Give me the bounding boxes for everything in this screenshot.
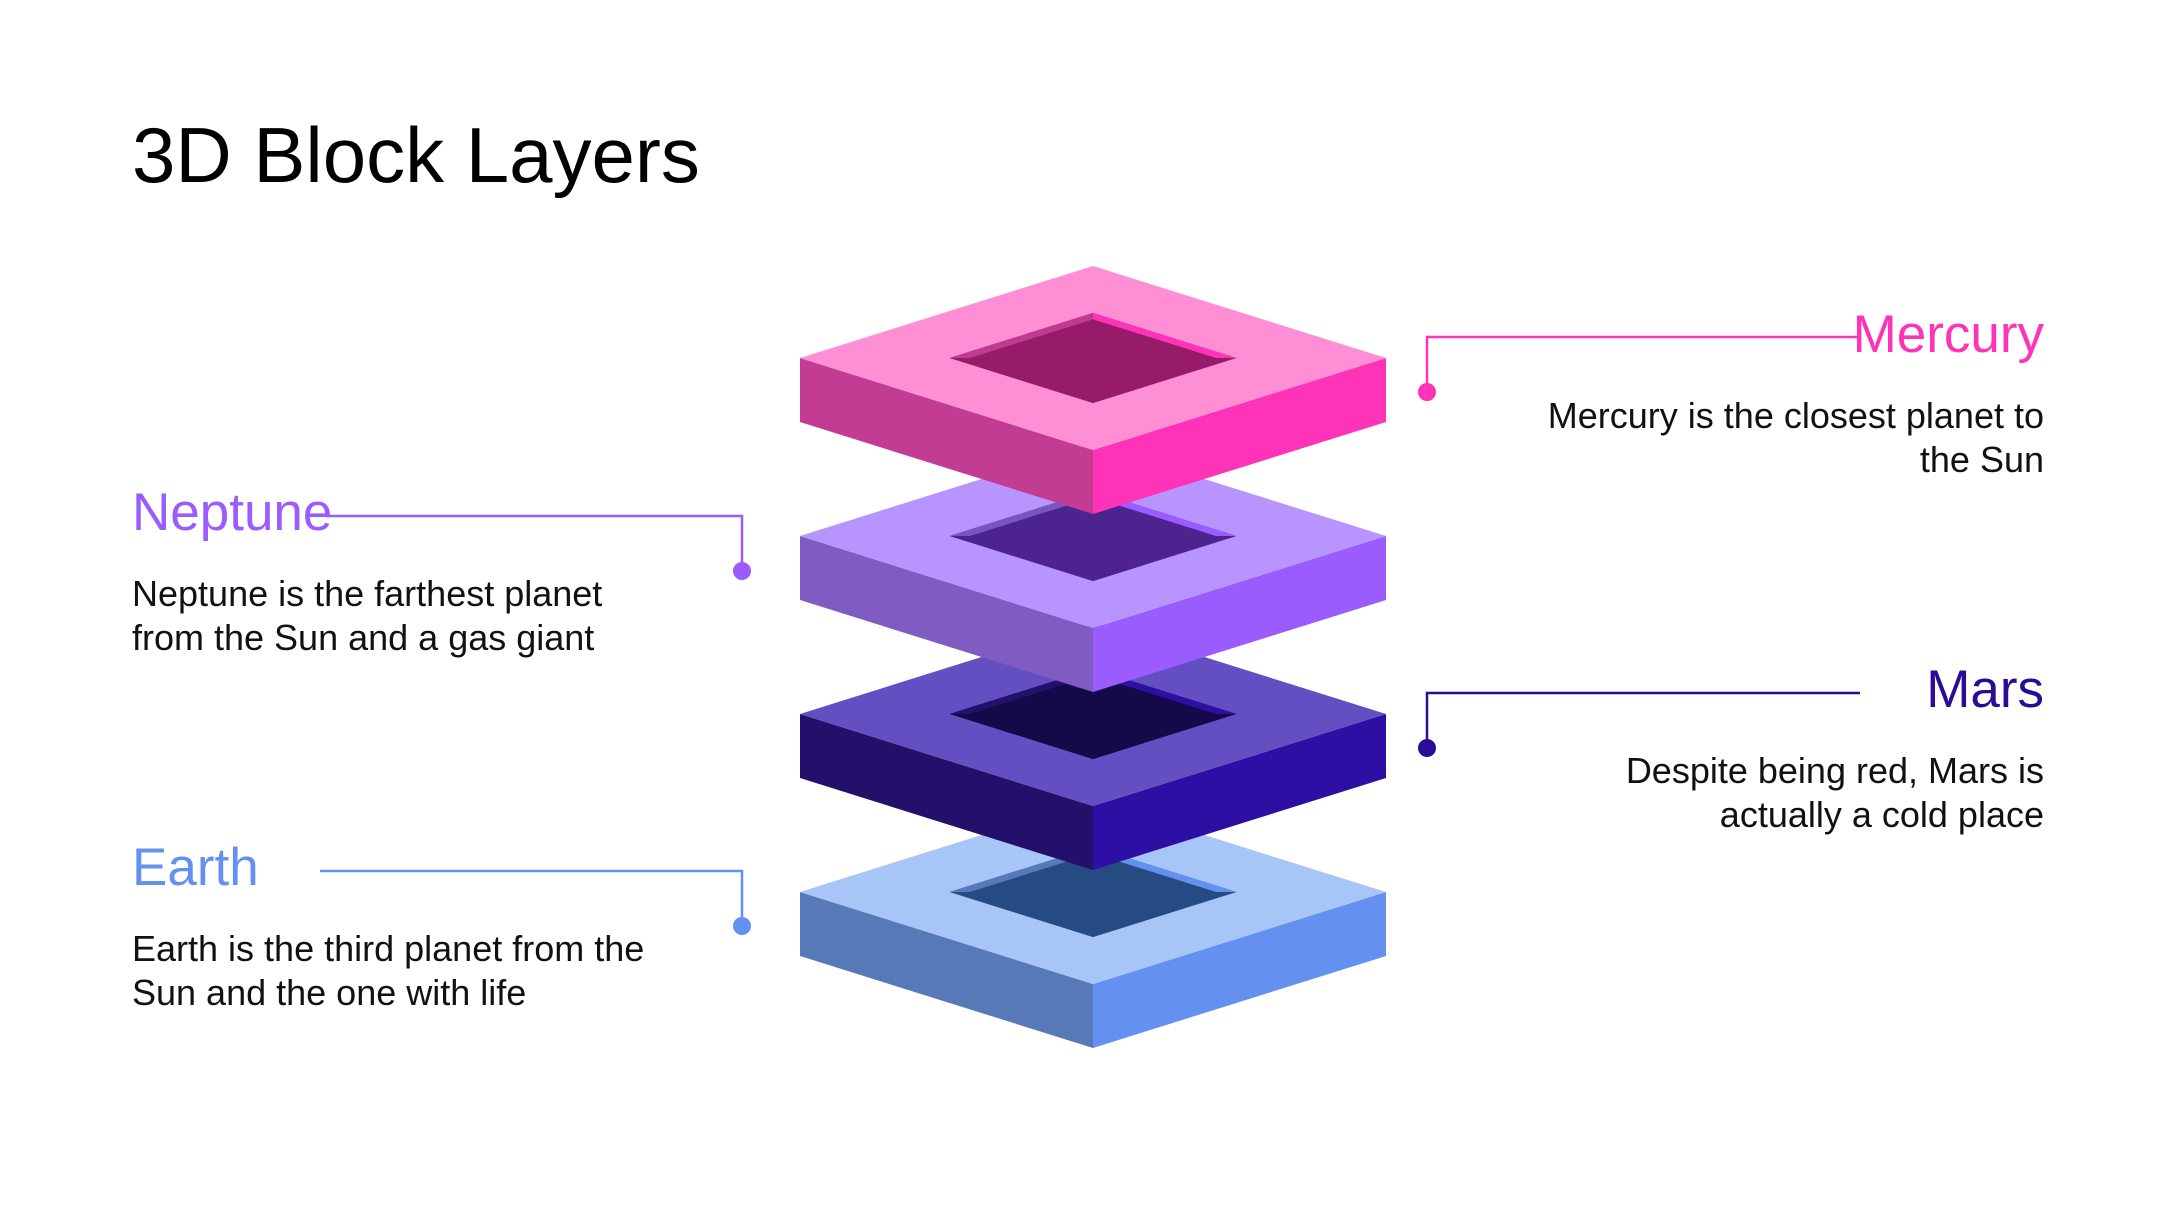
neptune-description: Neptune is the farthest planet from the … (132, 573, 603, 659)
mercury-connector-line (1425, 335, 1860, 392)
mars-connector-line (1425, 691, 1860, 748)
layer-earth-left-face (800, 892, 1093, 1048)
layer-mars (800, 622, 1386, 870)
layer-mercury-inner-wall-left (949, 312, 1093, 358)
slide-title: 3D Block Layers (132, 111, 700, 199)
layer-neptune-right-face (1093, 536, 1386, 692)
earth-connector-line (320, 869, 744, 926)
layer-mercury-right-face (1093, 358, 1386, 514)
earth-description: Earth is the third planet from the Sun a… (132, 928, 645, 1014)
neptune-connector-line (326, 514, 744, 571)
layer-earth-right-face (1093, 892, 1386, 1048)
mars-title: Mars (1926, 660, 2044, 719)
layer-neptune-left-face (800, 536, 1093, 692)
earth-connector-dot (733, 917, 751, 935)
info-neptune: Neptune Neptune is the farthest planet f… (132, 483, 652, 660)
neptune-title: Neptune (132, 483, 333, 542)
info-mars: Mars Despite being red, Mars is actually… (1524, 660, 2044, 837)
mercury-title: Mercury (1852, 305, 2044, 364)
layer-mercury-inner-wall-right (1093, 312, 1237, 358)
neptune-connector-dot (733, 562, 751, 580)
layer-mars-right-face (1093, 714, 1386, 870)
mercury-connector-dot (1418, 383, 1436, 401)
mars-description: Despite being red, Mars is actually a co… (1625, 750, 2044, 836)
layer-mars-left-face (800, 714, 1093, 870)
layer-earth (800, 800, 1386, 1048)
info-earth: Earth Earth is the third planet from the… (132, 838, 652, 1015)
layer-mars-inner-floor (949, 668, 1237, 760)
info-mercury: Mercury Mercury is the closest planet to… (1524, 305, 2044, 482)
mercury-description: Mercury is the closest planet to the Sun (1547, 395, 2044, 481)
layer-mercury-left-face (800, 358, 1093, 514)
earth-title: Earth (132, 838, 259, 897)
layer-earth-inner-floor (949, 846, 1237, 938)
mars-connector-dot (1418, 739, 1436, 757)
layer-mercury (800, 266, 1386, 514)
